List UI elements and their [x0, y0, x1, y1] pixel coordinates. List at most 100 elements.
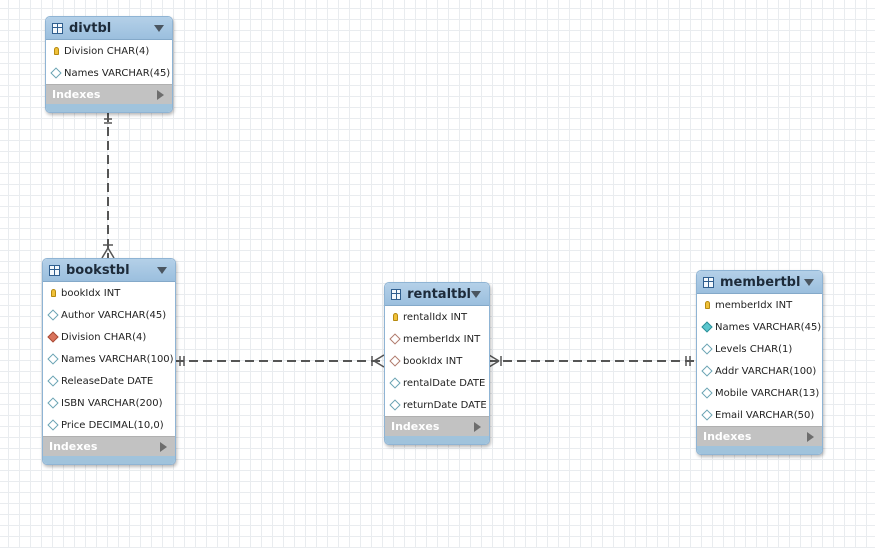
primary-key-icon — [702, 300, 712, 310]
column-label: bookIdx INT — [403, 355, 463, 367]
column-row[interactable]: memberIdx INT — [697, 294, 822, 316]
column-label: Email VARCHAR(50) — [715, 409, 815, 421]
column-diamond-icon — [47, 397, 59, 409]
primary-key-icon — [51, 46, 61, 56]
expand-arrow-icon[interactable] — [807, 431, 814, 442]
column-row[interactable]: Author VARCHAR(45) — [43, 304, 175, 326]
indexes-section[interactable]: Indexes — [46, 84, 172, 104]
column-row[interactable]: ReleaseDate DATE — [43, 370, 175, 392]
chevron-down-icon[interactable] — [804, 278, 814, 286]
column-label: Price DECIMAL(10,0) — [61, 419, 164, 431]
column-row[interactable]: bookIdx INT — [43, 282, 175, 304]
column-diamond-icon — [701, 343, 713, 355]
chevron-down-icon[interactable] — [157, 266, 167, 274]
foreign-key-diamond-icon — [47, 331, 59, 343]
column-row[interactable]: bookIdx INT — [385, 350, 489, 372]
indexes-label: Indexes — [52, 88, 101, 101]
relationship-membertbl-rentaltbl[interactable] — [488, 354, 696, 368]
indexes-section[interactable]: Indexes — [697, 426, 822, 446]
table-bookstbl[interactable]: bookstbl bookIdx INT Author VARCHAR(45) Div… — [42, 258, 176, 465]
column-label: memberIdx INT — [715, 299, 793, 311]
column-label: Division CHAR(4) — [64, 45, 150, 57]
column-label: rentalIdx INT — [403, 311, 468, 323]
table-icon — [52, 22, 63, 34]
column-diamond-icon — [701, 409, 713, 421]
expand-arrow-icon[interactable] — [474, 421, 481, 432]
primary-key-icon — [390, 312, 400, 322]
indexes-label: Indexes — [703, 430, 752, 443]
column-row[interactable]: Mobile VARCHAR(13) — [697, 382, 822, 404]
column-row[interactable]: Addr VARCHAR(100) — [697, 360, 822, 382]
table-footer — [43, 456, 175, 464]
column-row[interactable]: returnDate DATE — [385, 394, 489, 416]
primary-key-icon — [48, 288, 58, 298]
indexes-section[interactable]: Indexes — [43, 436, 175, 456]
column-label: rentalDate DATE — [403, 377, 486, 389]
column-row[interactable]: Division CHAR(4) — [46, 40, 172, 62]
table-header[interactable]: bookstbl — [43, 259, 175, 282]
column-diamond-icon — [47, 375, 59, 387]
column-diamond-icon — [701, 387, 713, 399]
foreign-key-diamond-icon — [389, 355, 401, 367]
table-name: membertbl — [720, 274, 801, 290]
expand-arrow-icon[interactable] — [160, 441, 167, 452]
table-rentaltbl[interactable]: rentaltbl rentalIdx INT memberIdx INT bookI… — [384, 282, 490, 445]
chevron-down-icon[interactable] — [154, 24, 164, 32]
column-row[interactable]: Email VARCHAR(50) — [697, 404, 822, 426]
indexes-label: Indexes — [391, 420, 440, 433]
column-row[interactable]: Names VARCHAR(100) — [43, 348, 175, 370]
column-label: Division CHAR(4) — [61, 331, 147, 343]
column-row[interactable]: rentalIdx INT — [385, 306, 489, 328]
table-footer — [385, 436, 489, 444]
column-row[interactable]: Names VARCHAR(45) — [697, 316, 822, 338]
column-row[interactable]: Price DECIMAL(10,0) — [43, 414, 175, 436]
column-label: Mobile VARCHAR(13) — [715, 387, 820, 399]
table-icon — [391, 288, 402, 300]
column-diamond-icon — [47, 309, 59, 321]
column-label: Author VARCHAR(45) — [61, 309, 167, 321]
table-name: rentaltbl — [407, 286, 471, 302]
column-diamond-icon — [389, 399, 401, 411]
column-row[interactable]: Levels CHAR(1) — [697, 338, 822, 360]
column-label: Levels CHAR(1) — [715, 343, 793, 355]
table-header[interactable]: rentaltbl — [385, 283, 489, 306]
column-diamond-icon — [50, 67, 62, 79]
table-header[interactable]: divtbl — [46, 17, 172, 40]
indexes-section[interactable]: Indexes — [385, 416, 489, 436]
relationship-bookstbl-rentaltbl[interactable] — [175, 354, 385, 368]
column-label: Addr VARCHAR(100) — [715, 365, 817, 377]
column-row[interactable]: rentalDate DATE — [385, 372, 489, 394]
table-icon — [49, 264, 60, 276]
column-row[interactable]: ISBN VARCHAR(200) — [43, 392, 175, 414]
column-label: ReleaseDate DATE — [61, 375, 154, 387]
column-diamond-icon — [47, 419, 59, 431]
column-row[interactable]: memberIdx INT — [385, 328, 489, 350]
table-membertbl[interactable]: membertbl memberIdx INT Names VARCHAR(45) L… — [696, 270, 823, 455]
column-row[interactable]: Division CHAR(4) — [43, 326, 175, 348]
indexes-label: Indexes — [49, 440, 98, 453]
chevron-down-icon[interactable] — [471, 290, 481, 298]
table-name: bookstbl — [66, 262, 130, 278]
column-diamond-icon — [389, 377, 401, 389]
column-diamond-icon — [47, 353, 59, 365]
table-footer — [697, 446, 822, 454]
column-label: returnDate DATE — [403, 399, 487, 411]
foreign-key-diamond-icon — [389, 333, 401, 345]
table-name: divtbl — [69, 20, 112, 36]
expand-arrow-icon[interactable] — [157, 89, 164, 100]
column-label: memberIdx INT — [403, 333, 481, 345]
table-header[interactable]: membertbl — [697, 271, 822, 294]
column-row[interactable]: Names VARCHAR(45) — [46, 62, 172, 84]
column-label: Names VARCHAR(45) — [715, 321, 822, 333]
table-footer — [46, 104, 172, 112]
not-null-diamond-icon — [701, 321, 713, 333]
column-label: bookIdx INT — [61, 287, 121, 299]
column-label: Names VARCHAR(100) — [61, 353, 174, 365]
table-icon — [703, 276, 714, 288]
relationship-divtbl-bookstbl[interactable] — [101, 113, 115, 259]
column-diamond-icon — [701, 365, 713, 377]
column-label: ISBN VARCHAR(200) — [61, 397, 163, 409]
column-label: Names VARCHAR(45) — [64, 67, 171, 79]
